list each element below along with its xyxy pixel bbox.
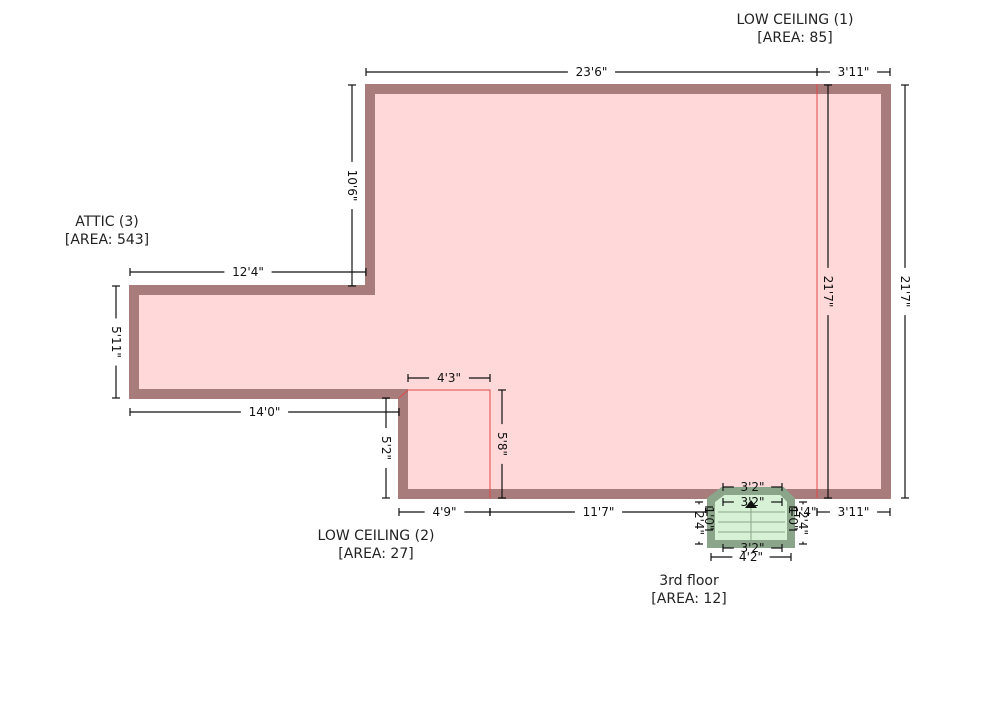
dimension-label: 10'6" bbox=[345, 170, 359, 202]
low-ceiling-2-label: LOW CEILING (2) [AREA: 27] bbox=[318, 527, 435, 563]
dimension-label: 5'2" bbox=[379, 436, 393, 460]
dimension-label: 3'11" bbox=[838, 505, 870, 519]
dimension-label: 2'4" bbox=[796, 511, 810, 535]
dimension-label: 2'4" bbox=[692, 511, 706, 535]
third-floor-name: 3rd floor bbox=[659, 573, 719, 589]
dimension-label: 3'2" bbox=[740, 541, 764, 555]
low-ceiling-2-name: LOW CEILING (2) bbox=[317, 528, 435, 544]
dimension-label: 12'4" bbox=[232, 265, 264, 279]
dimension-label: 3'2" bbox=[740, 480, 764, 494]
dimension-label: 23'6" bbox=[576, 65, 608, 79]
dimension-lines: 23'6" 3'11" 21'7" 21'7" 10'6" 12'4" 5'11" 14'0"… bbox=[109, 65, 912, 564]
stair-direction-arrow bbox=[745, 500, 757, 508]
dimension-label: 3'11" bbox=[838, 65, 870, 79]
dimension-label: 4'3" bbox=[437, 371, 461, 385]
dimension-label: 1'0" bbox=[786, 506, 800, 530]
low-ceiling-1-name: LOW CEILING (1) bbox=[736, 12, 854, 28]
third-floor-label: 3rd floor [AREA: 12] bbox=[651, 572, 726, 608]
dimension-label: 21'7" bbox=[898, 276, 912, 308]
attic-3-area: [AREA: 543] bbox=[64, 232, 150, 248]
dimension-label: 4'2" bbox=[739, 550, 763, 564]
dimension-label: 14'0" bbox=[249, 405, 281, 419]
dimension-label: 1'0" bbox=[702, 506, 716, 530]
dimension-label: 5'11" bbox=[109, 326, 123, 358]
third-floor-area: [AREA: 12] bbox=[651, 591, 727, 607]
low-ceiling-1-area: [AREA: 85] bbox=[757, 30, 833, 46]
dimension-label: 11'7" bbox=[583, 505, 615, 519]
low-ceiling-2-partition bbox=[398, 389, 491, 498]
dimension-label: 3'2" bbox=[740, 495, 764, 509]
dimension-label: 5'8" bbox=[495, 432, 509, 456]
low-ceiling-1-label: LOW CEILING (1) [AREA: 85] bbox=[737, 11, 854, 47]
attic-3-label: ATTIC (3) [AREA: 543] bbox=[65, 213, 149, 249]
attic-3-name: ATTIC (3) bbox=[75, 214, 139, 230]
dimension-label: 4'9" bbox=[432, 505, 456, 519]
attic-room-walls[interactable] bbox=[129, 84, 891, 499]
dimension-label: 1'4" bbox=[792, 505, 816, 519]
dimension-label: 21'7" bbox=[821, 276, 835, 308]
low-ceiling-2-area: [AREA: 27] bbox=[338, 546, 414, 562]
